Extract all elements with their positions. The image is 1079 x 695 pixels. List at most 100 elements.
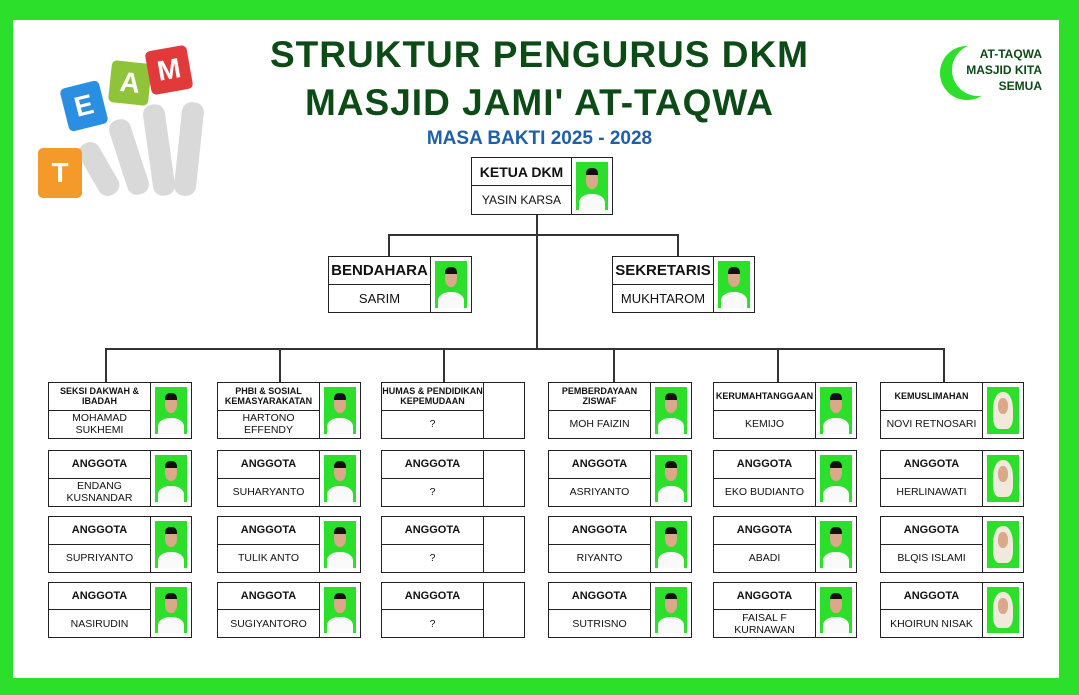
connector-line <box>536 214 538 348</box>
man-portrait-photo <box>155 587 187 633</box>
member-role: ANGGOTA <box>49 451 151 479</box>
member-name: FAISAL F KURNAWAN <box>714 610 816 637</box>
member-role: ANGGOTA <box>714 583 816 610</box>
man-portrait-photo <box>155 521 187 568</box>
member-name: RIYANTO <box>549 544 651 572</box>
member-name: HERLINAWATI <box>881 478 983 506</box>
member-name: SUHARYANTO <box>218 478 320 506</box>
member-name: MUKHTAROM <box>613 284 714 312</box>
member-name: TULIK ANTO <box>218 544 320 572</box>
member-box: ANGGOTA? <box>381 516 525 573</box>
member-role: ANGGOTA <box>218 583 320 610</box>
connector-line <box>105 348 944 350</box>
member-name: EKO BUDIANTO <box>714 478 816 506</box>
team-cube-m: M <box>144 44 194 96</box>
man-portrait-photo <box>655 587 687 633</box>
man-portrait-photo <box>655 387 687 434</box>
member-role: PEMBERDAYAAN ZISWAF <box>549 383 651 411</box>
man-portrait-photo <box>820 587 852 633</box>
member-name: ENDANG KUSNANDAR <box>49 478 151 506</box>
member-name: SUGIYANTORO <box>218 610 320 637</box>
logo-line-2: MASJID KITA <box>966 63 1042 77</box>
member-role: KETUA DKM <box>472 158 572 186</box>
logo-line-3: SEMUA <box>998 79 1042 93</box>
man-portrait-photo <box>435 261 467 308</box>
man-portrait-photo <box>324 587 356 633</box>
connector-line <box>279 348 281 382</box>
member-box: ANGGOTA? <box>381 582 525 638</box>
member-role: KERUMAHTANGGAAN <box>714 383 816 411</box>
man-portrait-photo <box>820 521 852 568</box>
team-cube-e: E <box>59 79 109 133</box>
member-role: BENDAHARA <box>329 257 431 285</box>
member-name: NASIRUDIN <box>49 610 151 637</box>
title-line-1: STRUKTUR PENGURUS DKM <box>270 34 809 75</box>
member-name: ? <box>382 544 484 572</box>
member-name: ? <box>382 610 484 637</box>
connector-line <box>613 348 615 382</box>
member-role: ANGGOTA <box>881 583 983 610</box>
member-name: NOVI RETNOSARI <box>881 410 983 438</box>
member-role: KEMUSLIMAHAN <box>881 383 983 411</box>
member-role: ANGGOTA <box>382 583 484 610</box>
member-name: BLQIS ISLAMI <box>881 544 983 572</box>
man-portrait-photo <box>655 521 687 568</box>
member-name: ABADI <box>714 544 816 572</box>
member-role: ANGGOTA <box>382 451 484 479</box>
member-role: ANGGOTA <box>881 451 983 479</box>
woman-portrait-photo <box>987 587 1019 633</box>
man-portrait-photo <box>718 261 750 308</box>
member-role: ANGGOTA <box>881 517 983 545</box>
man-portrait-photo <box>576 162 608 210</box>
team-cube-t: T <box>38 148 82 198</box>
title-line-2: MASJID JAMI' AT-TAQWA <box>305 82 774 123</box>
member-role: ANGGOTA <box>714 517 816 545</box>
member-name: SUTRISNO <box>549 610 651 637</box>
member-box: ANGGOTA? <box>381 450 525 507</box>
connector-line <box>677 234 679 256</box>
connector-line <box>777 348 779 382</box>
member-name: HARTONO EFFENDY <box>218 410 320 438</box>
man-portrait-photo <box>155 387 187 434</box>
team-illustration: T E A M <box>36 44 216 206</box>
member-name: KEMIJO <box>714 410 816 438</box>
connector-line <box>105 348 107 382</box>
member-name: SUPRIYANTO <box>49 544 151 572</box>
member-name: SARIM <box>329 284 431 312</box>
mosque-logo: AT-TAQWA MASJID KITA SEMUA <box>938 44 1058 104</box>
woman-portrait-photo <box>987 387 1019 434</box>
member-role: ANGGOTA <box>549 451 651 479</box>
man-portrait-photo <box>820 455 852 502</box>
member-role: ANGGOTA <box>49 583 151 610</box>
member-name: ? <box>382 478 484 506</box>
crescent-icon <box>940 44 1004 100</box>
period-subtitle: MASA BAKTI 2025 - 2028 <box>426 128 653 149</box>
man-portrait-photo <box>155 455 187 502</box>
member-box: HUMAS & PENDIDIKAN KEPEMUDAAN? <box>381 382 525 439</box>
member-role: SEKRETARIS <box>613 257 714 285</box>
member-name: MOH FAIZIN <box>549 410 651 438</box>
member-role: HUMAS & PENDIDIKAN KEPEMUDAAN <box>382 383 484 411</box>
member-role: ANGGOTA <box>218 451 320 479</box>
member-role: ANGGOTA <box>49 517 151 545</box>
connector-line <box>388 234 678 236</box>
logo-text: AT-TAQWA MASJID KITA SEMUA <box>966 46 1042 94</box>
